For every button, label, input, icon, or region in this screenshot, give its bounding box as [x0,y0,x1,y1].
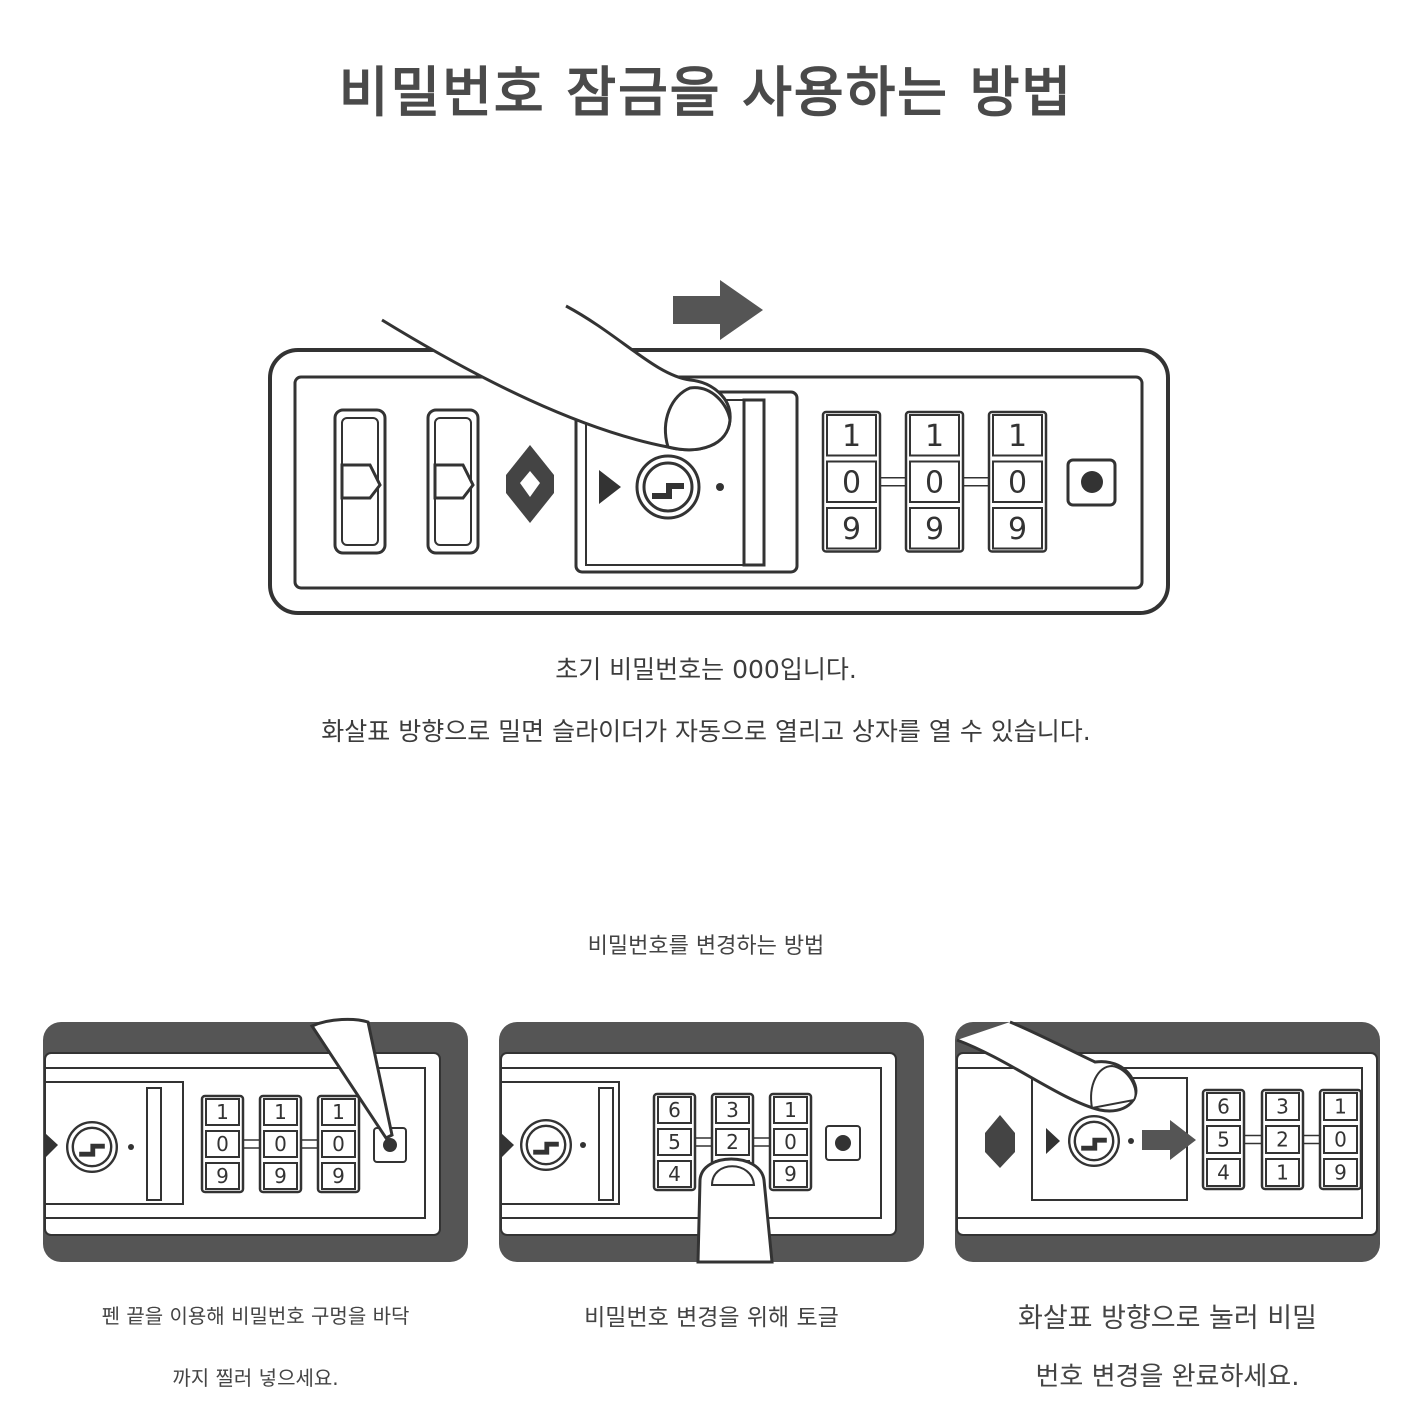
combination-wheel-2[interactable]: 1 0 9 [258,1094,303,1194]
combination-wheel-2[interactable]: 1 0 9 [904,410,965,553]
finger-icon [956,1020,1138,1113]
wheel-digit: 0 [784,1130,797,1154]
wheel-digit: 0 [1008,466,1027,501]
default-password-text: 초기 비밀번호는 000입니다. [555,655,857,684]
wheel-digit: 4 [668,1162,681,1186]
combination-wheel-1[interactable]: 6 5 4 [652,1092,697,1192]
step2-illustration: 6 5 4 3 2 1 0 9 [499,1022,924,1264]
wheel-digit: 9 [842,512,861,547]
open-instruction-text: 화살표 방향으로 밀면 슬라이더가 자동으로 열리고 상자를 열 수 있습니다. [321,717,1091,746]
wheel-digit: 9 [1008,512,1027,547]
wheel-digit: 2 [726,1130,739,1154]
step1-caption-line2: 까지 찔러 넣으세요. [172,1366,339,1390]
wheel-digit: 3 [726,1098,739,1122]
wheel-digit: 0 [216,1132,229,1156]
logo-icon [506,445,554,523]
wheel-digit: 9 [784,1162,797,1186]
wheel-digit: 1 [1334,1095,1347,1119]
push-arrow-icon [1142,1120,1196,1160]
wheel-digit: 0 [1334,1128,1347,1152]
wheel-digit: 1 [842,419,861,454]
slider-right [426,408,480,555]
page-title: 비밀번호 잠금을 사용하는 방법 [338,61,1074,124]
wheel-digit: 1 [784,1098,797,1122]
wheel-digit: 4 [1217,1161,1230,1185]
main-lock-illustration: 1 0 9 1 0 9 1 0 9 [268,280,1170,615]
push-arrow-icon [673,280,763,340]
step1-caption-line1: 펜 끝을 이용해 비밀번호 구멍을 바닥 [101,1304,410,1328]
change-section-title: 비밀번호를 변경하는 방법 [587,934,825,959]
step3-caption-line2: 번호 변경을 완료하세요. [1035,1362,1300,1392]
arrow-icon [599,470,621,504]
wheel-digit: 9 [216,1164,229,1188]
finger-icon [381,304,732,452]
combination-wheel-3[interactable]: 1 0 9 [1318,1088,1363,1191]
step3-caption-line1: 화살표 방향으로 눌러 비밀 [1018,1303,1317,1334]
wheel-digit: 9 [1334,1161,1347,1185]
combination-wheel-1[interactable]: 6 5 4 [1201,1088,1246,1191]
wheel-digit: 6 [1217,1095,1230,1119]
step1-illustration: 1 0 9 1 0 9 1 0 9 [43,1017,468,1262]
wheel-digit: 1 [925,419,944,454]
keyhole-icon [635,454,701,520]
wheel-digit: 9 [925,512,944,547]
wheel-digit: 1 [274,1100,287,1124]
wheel-digit: 3 [1276,1095,1289,1119]
wheel-digit: 1 [1276,1161,1289,1185]
wheel-digit: 6 [668,1098,681,1122]
wheel-digit: 0 [332,1132,345,1156]
combination-wheel-2[interactable]: 3 2 1 [1260,1088,1305,1191]
step3-illustration: 6 5 4 3 2 1 1 0 9 [955,1020,1380,1262]
wheel-digit: 5 [668,1130,681,1154]
combination-wheel-3[interactable]: 1 0 9 [316,1094,361,1194]
reset-button-icon [1066,458,1117,507]
combination-wheel-3[interactable]: 1 0 9 [768,1092,813,1192]
wheel-digit: 0 [925,466,944,501]
combination-wheel-1[interactable]: 1 0 9 [821,410,882,553]
combination-wheel-1[interactable]: 1 0 9 [200,1094,245,1194]
wheel-digit: 1 [1008,419,1027,454]
slider-left [333,408,387,555]
pen-icon [309,1017,394,1140]
wheel-digit: 9 [332,1164,345,1188]
wheel-digit: 9 [274,1164,287,1188]
finger-icon [696,1157,774,1264]
combination-wheel-3[interactable]: 1 0 9 [987,410,1048,553]
step2-caption-line1: 비밀번호 변경을 위해 토글 [584,1305,839,1331]
wheel-digit: 1 [332,1100,345,1124]
wheel-digit: 0 [842,466,861,501]
wheel-digit: 2 [1276,1128,1289,1152]
wheel-digit: 5 [1217,1128,1230,1152]
wheel-digit: 1 [216,1100,229,1124]
wheel-digit: 0 [274,1132,287,1156]
